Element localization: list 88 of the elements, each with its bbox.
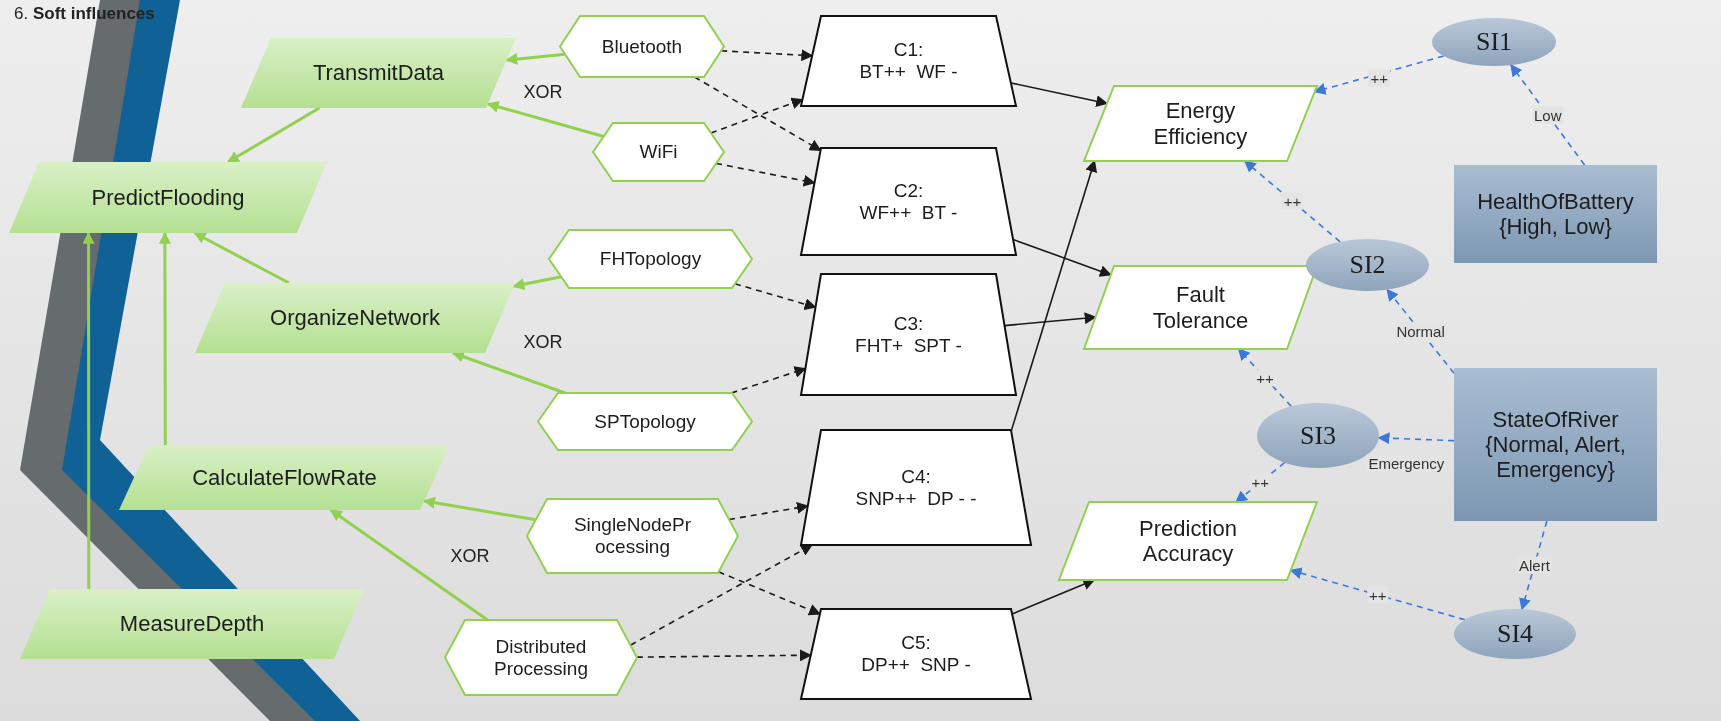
edge-label: Low xyxy=(1532,106,1564,124)
node-label: SI2 xyxy=(1349,250,1386,280)
xor-label: XOR xyxy=(523,81,563,103)
contribution-trapezoid xyxy=(801,430,1031,545)
node-label: FHTopology xyxy=(599,248,702,270)
arrow xyxy=(193,231,290,285)
arrow xyxy=(1235,461,1286,503)
node-label: {Normal, Alert, Emergency} xyxy=(1484,431,1627,483)
contribution-trapezoid xyxy=(801,148,1016,255)
node-label: WF++ BT - xyxy=(859,201,958,224)
goal-parallelogram xyxy=(20,589,364,659)
softgoal-parallelogram xyxy=(1059,502,1317,580)
node-label: DP++ SNP - xyxy=(861,654,971,676)
node-label: SI4 xyxy=(1496,619,1534,649)
node-label: FHT+ SPT - xyxy=(855,334,962,357)
context-box xyxy=(1454,368,1657,521)
task-hexagon xyxy=(549,230,752,288)
arrow xyxy=(505,52,566,65)
arrow xyxy=(512,275,562,291)
slide-title: 6. Soft influences xyxy=(14,4,155,24)
arrow xyxy=(486,101,605,138)
node-label: SPTopology xyxy=(594,410,696,433)
task-hexagon xyxy=(527,499,738,573)
arrow xyxy=(329,508,489,622)
task-hexagon xyxy=(593,123,724,181)
xor-label: XOR xyxy=(523,331,563,353)
node-label: C5: xyxy=(901,632,931,654)
node-label: C2: xyxy=(893,179,924,202)
node-label: Prediction Accuracy xyxy=(1138,515,1238,567)
arrow xyxy=(423,496,537,522)
edge-label: ++ xyxy=(1281,192,1304,210)
edge-label: ++ xyxy=(1367,586,1389,604)
xor-label: XOR xyxy=(450,545,490,567)
arrow xyxy=(717,571,821,616)
goal-parallelogram xyxy=(9,162,327,233)
node-label: Bluetooth xyxy=(601,35,683,58)
arrow xyxy=(1386,288,1455,374)
contribution-trapezoid xyxy=(801,16,1016,106)
arrow xyxy=(1237,348,1293,408)
node-label: C3: xyxy=(893,312,924,335)
softgoal-parallelogram xyxy=(1084,86,1317,161)
arrow xyxy=(1510,64,1586,166)
node-label: StateOfRiver xyxy=(1492,406,1619,432)
node-label: C4: xyxy=(901,465,931,488)
node-label: Fault Tolerance xyxy=(1151,282,1250,333)
goal-parallelogram xyxy=(195,283,515,353)
node-label: PredictFlooding xyxy=(91,184,245,211)
edge-label: Normal xyxy=(1394,322,1447,340)
goal-parallelogram xyxy=(241,38,516,108)
arrow xyxy=(1519,520,1548,611)
task-hexagon xyxy=(445,620,637,695)
arrow xyxy=(451,351,566,395)
arrow xyxy=(82,231,95,589)
contribution-trapezoid xyxy=(801,274,1016,395)
task-hexagon xyxy=(538,393,752,450)
node-label: BT++ WF - xyxy=(859,61,958,83)
node-label: SI3 xyxy=(1299,420,1337,451)
goal-parallelogram xyxy=(119,445,450,510)
edge-label: ++ xyxy=(1368,69,1390,87)
arrow xyxy=(715,162,816,187)
contribution-trapezoid xyxy=(801,609,1031,699)
node-label: SingleNodeProcessing xyxy=(572,514,693,558)
edge-label: Emergency xyxy=(1366,454,1447,472)
node-label: OrganizeNetwork xyxy=(270,305,440,331)
arrow xyxy=(629,544,813,646)
edge-label: ++ xyxy=(1254,369,1276,387)
arrow xyxy=(1289,567,1466,621)
arrow xyxy=(1377,432,1455,445)
context-box xyxy=(1454,165,1657,263)
node-label: C1: xyxy=(893,39,924,61)
node-label: CalculateFlowRate xyxy=(192,464,377,491)
arrow xyxy=(227,106,321,164)
node-label: HealthOfBattery xyxy=(1477,188,1634,214)
edge-label: Alert xyxy=(1517,556,1552,574)
node-label: MeasureDepth xyxy=(119,611,265,637)
node-label: WiFi xyxy=(639,141,678,163)
node-label: {High, Low} xyxy=(1499,214,1612,240)
arrow xyxy=(158,231,171,445)
node-label: Energy Efficiency xyxy=(1152,98,1249,149)
arrow xyxy=(636,649,812,662)
arrow xyxy=(1243,160,1341,243)
node-label: TransmitData xyxy=(312,60,445,86)
softgoal-parallelogram xyxy=(1084,266,1317,349)
node-label: SI1 xyxy=(1475,27,1513,57)
arrow xyxy=(693,76,822,152)
task-hexagon xyxy=(560,16,724,77)
node-label: SNP++ DP - - xyxy=(855,487,977,510)
node-label: Distributed Processing xyxy=(493,635,589,680)
